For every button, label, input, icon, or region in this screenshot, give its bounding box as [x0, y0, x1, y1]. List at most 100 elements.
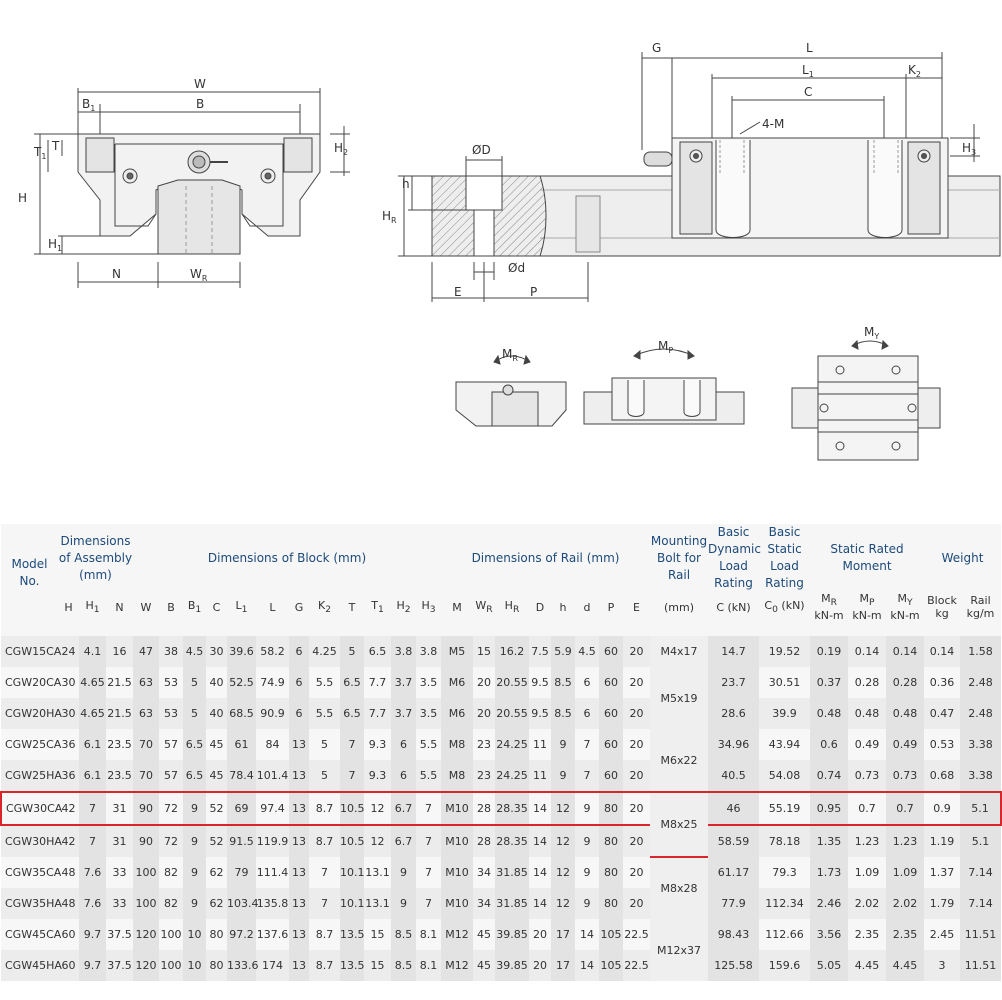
- model-cell: CGW20HA: [1, 698, 62, 729]
- value-cell: 79.3: [759, 857, 811, 888]
- col-H2: H2: [391, 592, 416, 622]
- svg-text:H3: H3: [962, 141, 976, 157]
- value-cell: 11.51: [960, 950, 1002, 981]
- value-cell: 9: [391, 857, 416, 888]
- model-cell: CGW35HA: [1, 888, 62, 919]
- value-cell: 20: [623, 729, 651, 760]
- value-cell: 0.7: [848, 791, 887, 826]
- value-cell: 13.5: [340, 919, 365, 950]
- value-cell: 1.23: [848, 825, 887, 857]
- value-cell: 6: [289, 667, 309, 698]
- value-cell: 112.34: [759, 888, 811, 919]
- bolt-cell: M5x19: [650, 667, 709, 729]
- value-cell: 22.5: [623, 919, 651, 950]
- value-cell: 0.74: [810, 760, 849, 792]
- value-cell: 60: [58, 950, 79, 981]
- col-L1: L1: [227, 592, 256, 622]
- value-cell: 23: [473, 760, 495, 792]
- value-cell: 9.5: [529, 667, 551, 698]
- value-cell: 80: [206, 919, 227, 950]
- value-cell: 52: [206, 825, 227, 857]
- value-cell: 30.51: [759, 667, 811, 698]
- value-cell: 23.5: [106, 729, 133, 760]
- value-cell: 60: [599, 729, 623, 760]
- value-cell: 6.7: [391, 791, 416, 826]
- value-cell: 62: [206, 888, 227, 919]
- value-cell: 17: [551, 950, 575, 981]
- value-cell: 9.7: [79, 919, 106, 950]
- value-cell: 57: [159, 729, 183, 760]
- value-cell: 6.5: [340, 698, 364, 729]
- value-cell: 8.5: [551, 667, 575, 698]
- value-cell: 70: [133, 760, 159, 792]
- value-cell: 20: [623, 825, 651, 857]
- value-cell: 80: [599, 791, 623, 826]
- value-cell: 70: [133, 729, 159, 760]
- value-cell: 30: [58, 667, 79, 698]
- value-cell: 14: [529, 791, 551, 826]
- value-cell: 39.85: [495, 950, 529, 981]
- value-cell: 6.1: [79, 760, 106, 792]
- value-cell: 30: [58, 698, 79, 729]
- value-cell: 7.6: [79, 857, 106, 888]
- value-cell: 28.35: [495, 825, 529, 857]
- label-T: T: [51, 139, 60, 153]
- value-cell: 9: [551, 760, 575, 792]
- value-cell: 16.2: [495, 636, 529, 667]
- col-K2: K2: [309, 592, 340, 622]
- label-C: C: [804, 85, 812, 99]
- value-cell: 120: [133, 919, 159, 950]
- value-cell: 20: [623, 888, 651, 919]
- value-cell: 7: [340, 729, 364, 760]
- value-cell: 39.9: [759, 698, 811, 729]
- model-cell: CGW20CA: [1, 667, 61, 698]
- value-cell: M10: [441, 857, 473, 888]
- value-cell: 24.25: [495, 760, 529, 792]
- value-cell: 13: [289, 825, 309, 857]
- value-cell: 34.96: [708, 729, 760, 760]
- value-cell: 7: [340, 760, 364, 792]
- value-cell: 159.6: [759, 950, 811, 981]
- value-cell: 6.5: [183, 760, 206, 792]
- value-cell: 100: [133, 857, 159, 888]
- value-cell: 28.6: [708, 698, 760, 729]
- value-cell: 6: [391, 760, 416, 792]
- value-cell: 9: [391, 888, 416, 919]
- col-bolt-unit: (mm): [650, 592, 709, 622]
- value-cell: 13: [289, 888, 309, 919]
- value-cell: 15: [473, 636, 495, 667]
- value-cell: 33: [106, 888, 133, 919]
- header-row-params: H H1 N W B B1 C L1 L G K2 T T1 H2 H3 M W…: [1, 592, 1002, 622]
- label-N: N: [112, 267, 121, 281]
- value-cell: 36: [58, 760, 79, 792]
- value-cell: 28.35: [495, 791, 529, 826]
- value-cell: 0.47: [924, 698, 961, 729]
- col-H: H: [58, 592, 79, 622]
- value-cell: 7: [309, 888, 340, 919]
- value-cell: 20: [623, 667, 651, 698]
- value-cell: 7: [416, 791, 441, 826]
- value-cell: M10: [441, 888, 473, 919]
- value-cell: 12: [551, 888, 575, 919]
- value-cell: 80: [599, 825, 623, 857]
- value-cell: 12: [551, 857, 575, 888]
- side-view: [398, 52, 1001, 302]
- value-cell: 7.14: [960, 857, 1002, 888]
- value-cell: 78.18: [759, 825, 811, 857]
- value-cell: 62: [206, 857, 227, 888]
- value-cell: 7: [416, 857, 441, 888]
- value-cell: 11.51: [960, 919, 1002, 950]
- svg-text:T1: T1: [33, 145, 46, 161]
- value-cell: 8.5: [391, 919, 416, 950]
- bolt-cell: M8x28: [650, 857, 709, 919]
- value-cell: 4.5: [575, 636, 599, 667]
- value-cell: 0.73: [848, 760, 887, 792]
- value-cell: 5.5: [416, 760, 441, 792]
- value-cell: 47: [133, 636, 159, 667]
